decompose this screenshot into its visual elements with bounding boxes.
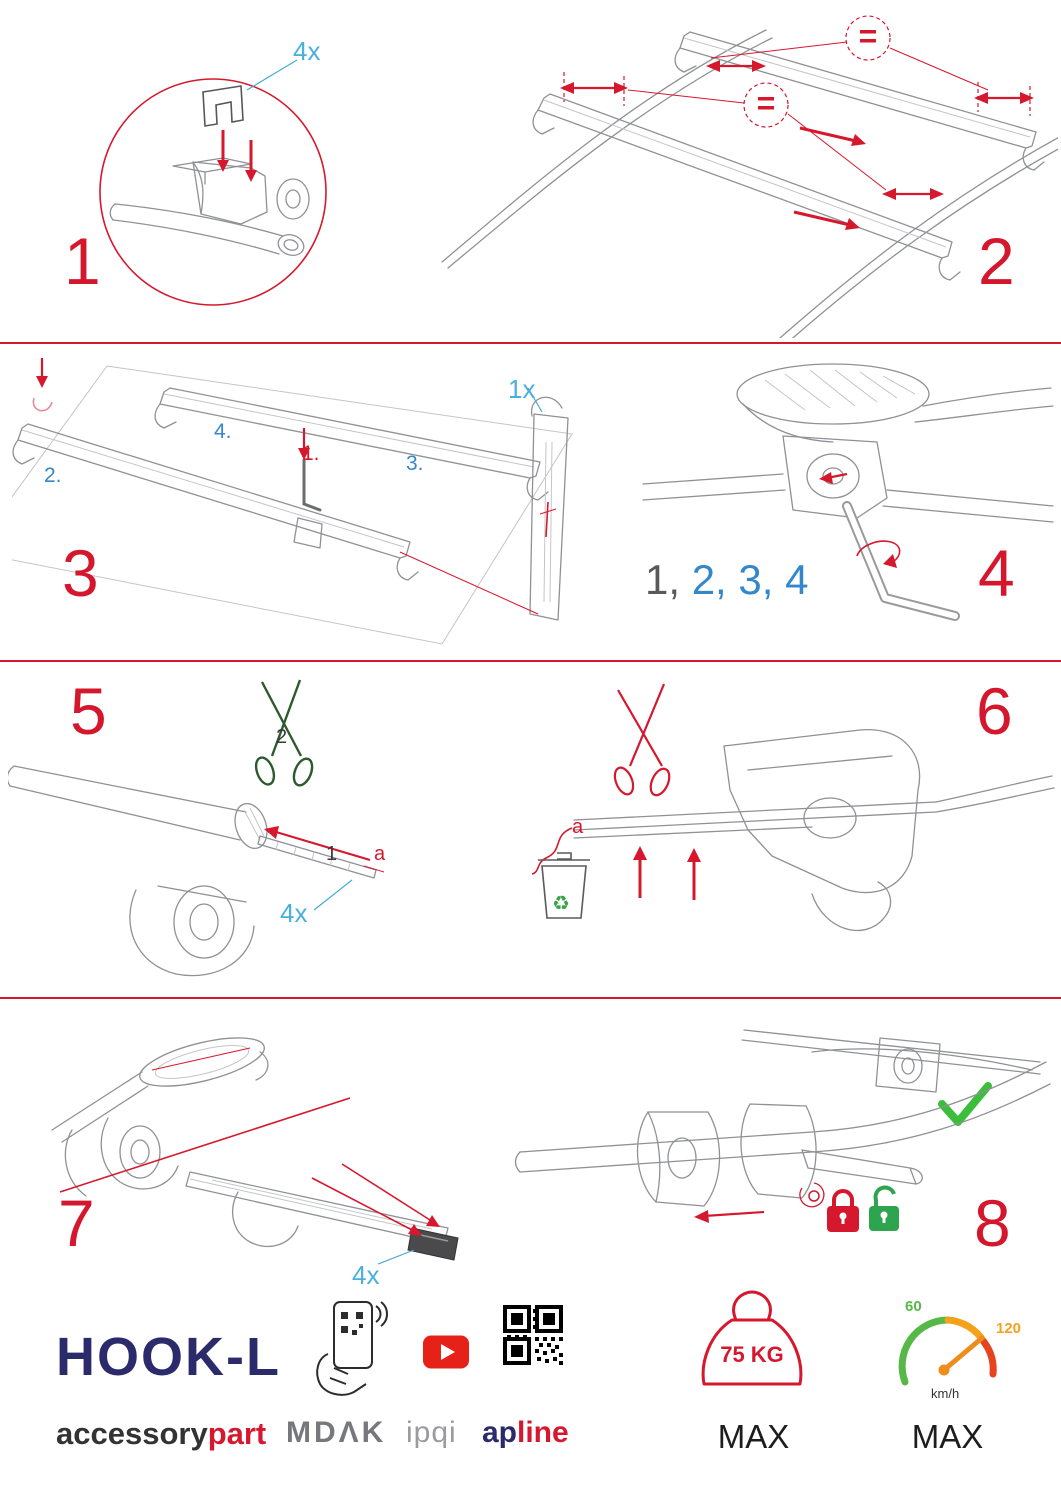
- step-3-substep-1: 1.: [302, 442, 320, 465]
- step-2-number: 2: [978, 224, 1015, 298]
- step-6-a-label: a: [572, 816, 584, 838]
- step-1-qty-label: 4x: [293, 36, 321, 66]
- qr-code: [502, 1304, 564, 1366]
- step-3-substep-3: 3.: [406, 452, 424, 475]
- padlock-closed-icon: [827, 1189, 859, 1232]
- screw-icon: [808, 1190, 820, 1202]
- insert-bracket: [202, 85, 244, 127]
- speed-max: MAX: [911, 1418, 984, 1455]
- mdak-logo: MDΛK: [286, 1416, 387, 1449]
- sequence-first: 1,: [645, 556, 681, 603]
- step-5-cut-label: 2: [276, 726, 288, 748]
- brand-accessory: accessory: [56, 1416, 208, 1451]
- speed-unit-label: km/h: [931, 1386, 960, 1401]
- youtube-icon: [423, 1335, 469, 1369]
- step-6-illustration: ♻: [531, 683, 1055, 932]
- apline-ap: ap: [482, 1416, 518, 1449]
- scissors-icon: [613, 683, 671, 797]
- step-5-a-label: a: [374, 843, 386, 865]
- slide-arrow-icon: [311, 1177, 413, 1231]
- step-5-illustration: [8, 679, 385, 977]
- weight-limit-value: 75 KG: [720, 1342, 784, 1367]
- brand-logo: accessorypart: [56, 1416, 266, 1452]
- step-8-illustration: [514, 1029, 1051, 1232]
- weight-limit-icon: [701, 1290, 803, 1386]
- push-arrow-icon: [703, 1210, 765, 1218]
- step-3-number: 3: [62, 536, 99, 610]
- speedometer-icon: [898, 1316, 997, 1386]
- step-1-illustration: [99, 59, 327, 306]
- step-8-number: 8: [974, 1186, 1011, 1260]
- step-4-sequence: 1, 2, 3, 4: [645, 556, 808, 604]
- step-2-illustration: [441, 15, 1058, 338]
- equal-spacing-badge: =: [756, 85, 776, 121]
- rubber-strip: [257, 835, 377, 879]
- padlock-open-icon: [869, 1185, 899, 1231]
- turn-arrow-icon: [799, 1182, 825, 1208]
- step-3-qty-label: 1x: [508, 374, 536, 404]
- equal-circle: [743, 82, 789, 128]
- apline-logo: apline: [482, 1416, 569, 1450]
- step-4-illustration: [642, 363, 1054, 621]
- phone-scan-icon: [316, 1301, 388, 1396]
- slide-arrow-icon: [341, 1163, 431, 1221]
- weight-limit-max: MAX: [717, 1418, 790, 1455]
- section-divider: [0, 660, 1061, 662]
- step-3-illustration: [12, 358, 573, 645]
- step-6-number: 6: [976, 674, 1013, 748]
- cutoff-strip: [531, 827, 573, 875]
- step-7-qty-label: 4x: [352, 1260, 380, 1290]
- product-name: HOOK-L: [56, 1327, 281, 1387]
- scissors-icon: [254, 679, 314, 787]
- section-divider: [0, 342, 1061, 344]
- section-divider: [0, 997, 1061, 999]
- recycle-icon: ♻: [552, 893, 570, 915]
- step-7-number: 7: [58, 1186, 95, 1260]
- allen-key-icon: [302, 458, 322, 512]
- step-5-qty-label: 4x: [280, 898, 308, 928]
- slide-arrow-icon: [793, 210, 851, 227]
- open-lever: [801, 1149, 917, 1185]
- insert-arrow-icon: [275, 830, 371, 862]
- step-5-insert-label: 1: [326, 843, 338, 865]
- equal-spacing-badge: =: [858, 18, 878, 54]
- fitting-tool: [529, 413, 569, 621]
- magnifier-circle: [99, 78, 327, 306]
- equal-circle: [845, 15, 891, 61]
- sequence-rest: 2, 3, 4: [680, 556, 809, 603]
- apline-line: line: [517, 1416, 569, 1449]
- speed-60-label: 60: [905, 1298, 922, 1315]
- step-3-substep-4: 4.: [214, 420, 232, 443]
- step-1-number: 1: [64, 224, 101, 298]
- gauge-needle: [941, 1335, 985, 1373]
- end-cap: [407, 1227, 459, 1261]
- trash-bin-icon: [538, 852, 590, 919]
- rotate-arrow-icon: [856, 540, 901, 563]
- speed-120-label: 120: [996, 1320, 1022, 1337]
- step-5-number: 5: [70, 674, 107, 748]
- step-4-number: 4: [978, 536, 1015, 610]
- step-7-illustration: [51, 1037, 459, 1265]
- checkmark-icon: [938, 1082, 992, 1126]
- brand-part: part: [207, 1416, 267, 1451]
- ipqi-logo: ipqi: [406, 1416, 457, 1449]
- step-3-substep-2: 2.: [44, 464, 62, 487]
